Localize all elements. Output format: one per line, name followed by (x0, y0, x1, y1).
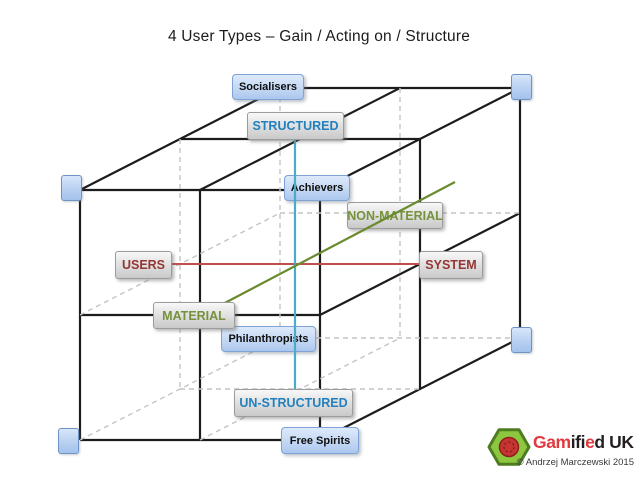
brand-text: Gamified UK (533, 432, 634, 453)
user-type-socialisers: Socialisers (232, 74, 304, 100)
structured-text: STRUCTURED (252, 119, 339, 133)
depth-edge-top-right (319, 87, 521, 191)
axis-label-system: SYSTEM (419, 251, 483, 279)
material-text: MATERIAL (162, 308, 226, 323)
free-spirits-text: Free Spirits (289, 434, 351, 447)
user-type-achievers: Achievers (284, 175, 350, 201)
users-text: USERS (121, 258, 166, 272)
brand-part-4: d UK (594, 432, 634, 452)
axis-label-un-structured: UN-STRUCTURED (234, 389, 353, 417)
system-text: SYSTEM (425, 258, 477, 272)
user-type-free-spirits: Free Spirits (281, 427, 359, 454)
brand-part-3: e (585, 432, 595, 452)
corner-marker-front-top-left (61, 175, 82, 201)
philanthropists-text: Philanthropists (228, 333, 309, 345)
page-title: 4 User Types – Gain / Acting on / Struct… (167, 28, 471, 45)
axis-label-structured: STRUCTURED (247, 112, 344, 140)
corner-marker-back-top-right (511, 74, 532, 100)
socialisers-text: Socialisers (238, 81, 298, 93)
user-type-philanthropists: Philanthropists (221, 326, 316, 352)
axis-label-material: MATERIAL (153, 302, 235, 329)
gamified-uk-logo: Gamified UK © Andrzej Marczewski 2015 (484, 423, 638, 475)
copyright-text: © Andrzej Marczewski 2015 (516, 457, 634, 468)
brand-part-2: ifi (570, 432, 586, 452)
corner-marker-back-bottom-right (511, 327, 532, 353)
non-material-text: NON-MATERIAL (347, 208, 443, 223)
axis-label-users: USERS (115, 251, 172, 279)
un-structured-text: UN-STRUCTURED (239, 396, 348, 410)
axis-label-non-material: NON-MATERIAL (347, 202, 443, 229)
achievers-text: Achievers (290, 182, 344, 194)
corner-marker-front-bottom-left (58, 428, 79, 454)
left-face-horizontal-midline-hidden (79, 212, 281, 316)
brand-part-1: Gam (533, 432, 571, 452)
